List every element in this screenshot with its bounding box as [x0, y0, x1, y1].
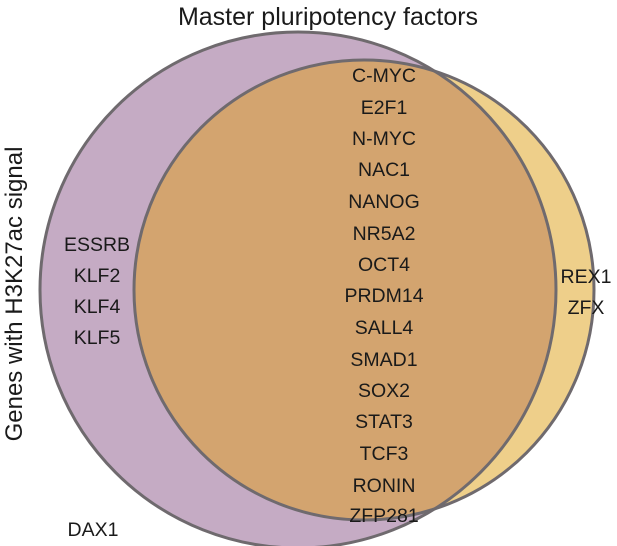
overlap-gene: NANOG: [348, 191, 420, 213]
overlap-gene: E2F1: [361, 97, 408, 119]
overlap-gene: SMAD1: [350, 349, 417, 371]
overlap-gene: TCF3: [360, 443, 409, 465]
outside-gene: DAX1: [68, 519, 119, 541]
overlap-region: [134, 60, 556, 520]
h3k27ac-only-gene: ESSRB: [64, 234, 130, 256]
overlap-gene: NR5A2: [353, 223, 416, 245]
overlap-gene: SALL4: [355, 317, 414, 339]
h3k27ac-only-gene-list: ESSRB KLF2 KLF4 KLF5: [64, 234, 130, 349]
overlap-gene: OCT4: [358, 254, 410, 276]
h3k27ac-only-gene: KLF5: [74, 327, 121, 349]
overlap-gene: C-MYC: [352, 65, 416, 87]
pluripotency-only-gene: ZFX: [568, 297, 605, 319]
overlap-gene: STAT3: [355, 411, 413, 433]
overlap-gene: ZFP281: [349, 505, 418, 527]
overlap-gene: NAC1: [358, 159, 410, 181]
overlap-gene: SOX2: [358, 380, 410, 402]
h3k27ac-only-gene: KLF2: [74, 265, 121, 287]
pluripotency-only-gene: REX1: [561, 266, 612, 288]
h3k27ac-only-gene: KLF4: [74, 296, 121, 318]
pluripotency-only-gene-list: REX1 ZFX: [561, 266, 612, 319]
diagram-title: Master pluripotency factors: [178, 3, 478, 31]
overlap-gene: RONIN: [353, 475, 416, 497]
h3k27ac-genes-outline: [38, 30, 558, 546]
overlap-gene: N-MYC: [352, 128, 416, 150]
overlap-gene: PRDM14: [344, 285, 423, 307]
overlap-gene-list: C-MYC E2F1 N-MYC NAC1 NANOG NR5A2 OCT4 P…: [344, 65, 423, 527]
pluripotency-factors-outline: [132, 58, 596, 522]
side-axis-label: Genes with H3K27ac signal: [1, 147, 28, 442]
